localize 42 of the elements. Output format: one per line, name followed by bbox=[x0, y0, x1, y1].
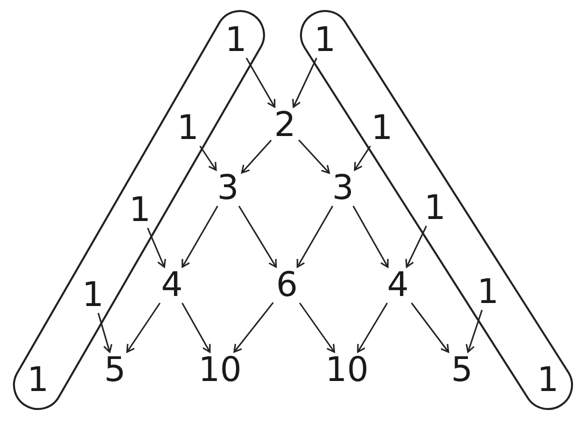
arrow bbox=[98, 312, 112, 353]
number: 1 bbox=[177, 111, 199, 145]
number: 1 bbox=[371, 111, 393, 145]
arrow bbox=[182, 302, 211, 353]
number: 1 bbox=[129, 193, 151, 227]
number: 1 bbox=[225, 23, 247, 57]
number: 6 bbox=[276, 268, 298, 302]
arrow bbox=[357, 302, 388, 353]
number: 1 bbox=[27, 363, 49, 397]
number: 10 bbox=[198, 353, 242, 387]
arrow bbox=[199, 146, 217, 171]
number: 1 bbox=[314, 23, 336, 57]
number: 1 bbox=[537, 363, 559, 397]
arrow bbox=[296, 206, 334, 268]
number: 3 bbox=[217, 171, 239, 205]
band-outline bbox=[12, 9, 266, 411]
arrow bbox=[241, 140, 272, 174]
arrow bbox=[182, 206, 218, 268]
arrow bbox=[233, 302, 274, 353]
arrow bbox=[299, 302, 336, 353]
arrow bbox=[298, 140, 330, 174]
number: 5 bbox=[104, 353, 126, 387]
number: 1 bbox=[424, 191, 446, 225]
arrow bbox=[292, 58, 318, 108]
number: 3 bbox=[332, 171, 354, 205]
arrow bbox=[147, 228, 166, 268]
number: 4 bbox=[161, 268, 183, 302]
number: 2 bbox=[274, 108, 296, 142]
arrow bbox=[352, 206, 389, 268]
arrow bbox=[246, 58, 276, 108]
number: 5 bbox=[451, 353, 473, 387]
band-outline bbox=[299, 9, 574, 411]
number: 4 bbox=[387, 268, 409, 302]
number: 1 bbox=[477, 275, 499, 309]
number: 1 bbox=[82, 278, 104, 312]
arrow bbox=[354, 146, 371, 171]
arrow bbox=[238, 206, 277, 268]
arrow bbox=[126, 302, 161, 353]
arrow bbox=[410, 302, 450, 353]
arrow bbox=[466, 310, 483, 353]
number: 10 bbox=[325, 353, 369, 387]
arrow bbox=[405, 226, 428, 268]
